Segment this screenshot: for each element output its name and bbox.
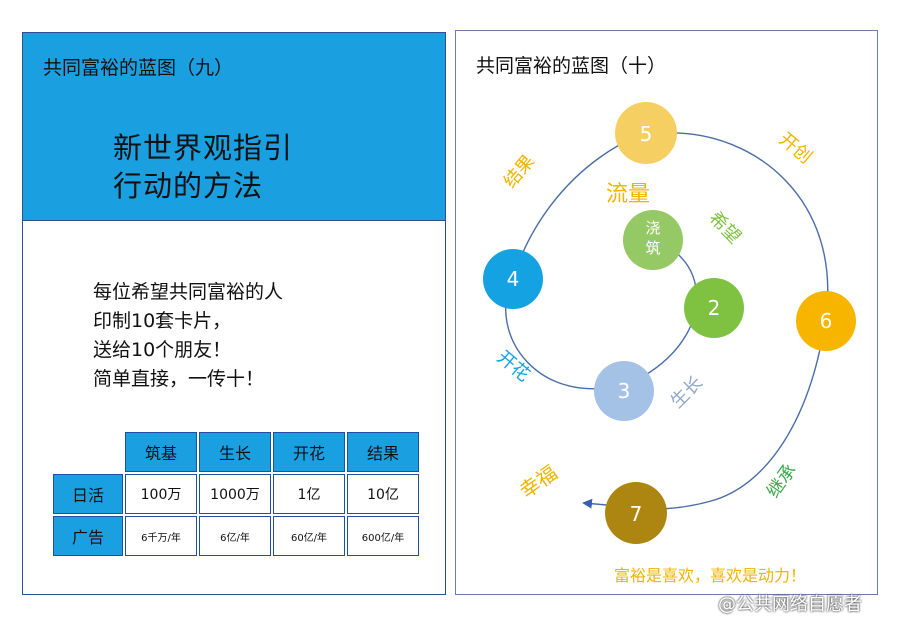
node-pour-label-2: 筑	[645, 239, 660, 257]
table-cell: 10亿	[347, 474, 419, 514]
node-pour-circle	[623, 210, 683, 270]
table-header-cell: 生长	[199, 432, 271, 472]
label-bloom: 开花	[493, 347, 534, 386]
table-row: 日活 100万 1000万 1亿 10亿	[53, 474, 419, 514]
label-hope: 希望	[704, 208, 744, 248]
node-7: 7	[605, 482, 667, 544]
body-line-3: 送给10个朋友！	[93, 339, 232, 361]
table-row-label: 日活	[53, 474, 123, 514]
left-card-title: 共同富裕的蓝图（九）	[43, 57, 234, 79]
table-cell: 60亿/年	[273, 516, 345, 556]
body-line-1: 每位希望共同富裕的人	[93, 281, 284, 303]
watermark: @公共网络自愿者	[718, 594, 862, 615]
table-row: 广告 6千万/年 6亿/年 60亿/年 600亿/年	[53, 516, 419, 556]
node-5: 5	[615, 102, 677, 164]
label-fruit: 结果	[500, 151, 539, 192]
body-line-4: 简单直接，一传十！	[93, 368, 265, 390]
node-7-circle	[605, 482, 667, 544]
spiral-diagram: 浇 筑 2 3 4 5 6 7 流量 希望 生长 开花	[483, 102, 856, 585]
spiral-path	[505, 130, 829, 510]
node-3-circle	[594, 361, 654, 421]
slogan: 富裕是喜欢，喜欢是动力！	[614, 566, 806, 585]
node-pour: 浇 筑	[623, 210, 683, 270]
node-6-label: 6	[820, 309, 833, 333]
node-6: 6	[796, 291, 856, 351]
table-cell: 100万	[125, 474, 197, 514]
table-header-cell: 筑基	[125, 432, 197, 472]
node-2-circle	[684, 278, 744, 338]
label-happiness: 幸福	[515, 460, 562, 503]
node-5-label: 5	[640, 122, 653, 146]
table-cell: 6千万/年	[125, 516, 197, 556]
node-5-circle	[615, 102, 677, 164]
node-2: 2	[684, 278, 744, 338]
node-3-label: 3	[618, 379, 631, 403]
table-cell: 1亿	[273, 474, 345, 514]
node-2-label: 2	[708, 296, 721, 320]
node-pour-label-1: 浇	[645, 219, 660, 237]
right-card-title: 共同富裕的蓝图（十）	[476, 55, 667, 77]
table-header-cell: 结果	[347, 432, 419, 472]
table-cell: 600亿/年	[347, 516, 419, 556]
table-cell: 1000万	[199, 474, 271, 514]
header-line-2: 行动的方法	[113, 169, 264, 203]
table-corner	[53, 432, 123, 472]
table-row-label: 广告	[53, 516, 123, 556]
table-header-cell: 开花	[273, 432, 345, 472]
node-4-circle	[483, 249, 543, 309]
label-flow: 流量	[606, 182, 650, 207]
label-create: 开创	[775, 129, 816, 168]
right-card: 共同富裕的蓝图（十） 浇 筑 2 3 4 5	[455, 30, 878, 595]
node-7-label: 7	[630, 502, 643, 526]
label-inherit: 继承	[763, 460, 801, 502]
card-table: 筑基 生长 开花 结果 日活 100万 1000万 1亿 10亿 广告 6千万/…	[51, 430, 421, 558]
header-line-1: 新世界观指引	[113, 131, 294, 165]
left-card-header: 共同富裕的蓝图（九） 新世界观指引 行动的方法	[23, 33, 445, 221]
node-3: 3	[594, 361, 654, 421]
node-4-label: 4	[507, 267, 520, 291]
body-line-2: 印制10套卡片，	[93, 310, 232, 332]
node-6-circle	[796, 291, 856, 351]
label-grow: 生长	[667, 372, 707, 412]
node-4: 4	[483, 249, 543, 309]
left-card: 共同富裕的蓝图（九） 新世界观指引 行动的方法 每位希望共同富裕的人 印制10套…	[22, 32, 446, 595]
table-cell: 6亿/年	[199, 516, 271, 556]
